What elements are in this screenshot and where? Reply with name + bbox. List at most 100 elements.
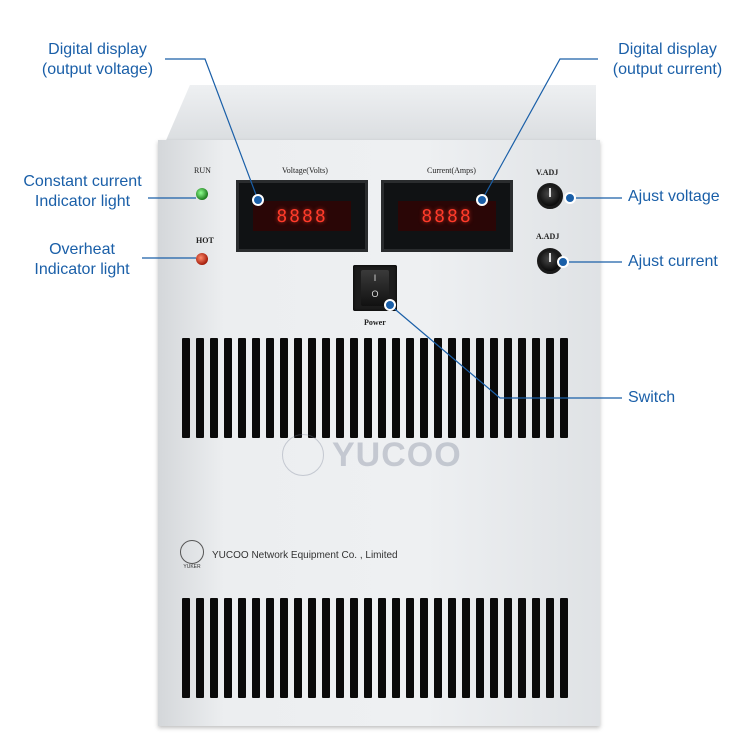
vent-slot <box>504 598 512 698</box>
vent-slot <box>392 598 400 698</box>
watermark: YUCOO <box>282 434 462 476</box>
vent-slot <box>518 338 526 438</box>
vent-slot <box>448 598 456 698</box>
vent-slot <box>392 338 400 438</box>
upper-vent-grille <box>182 338 568 438</box>
watermark-logo-icon <box>282 434 324 476</box>
switch-on-mark: I <box>373 273 377 283</box>
vent-slot <box>336 338 344 438</box>
vent-slot <box>560 338 568 438</box>
callout-display-current-line1: Digital display <box>618 41 717 58</box>
power-label: Power <box>364 318 386 327</box>
watermark-text: YUCOO <box>332 435 462 474</box>
vent-slot <box>266 598 274 698</box>
vent-slot <box>406 338 414 438</box>
power-switch[interactable]: I O <box>353 265 397 311</box>
vent-slot <box>546 338 554 438</box>
hot-indicator-led <box>196 253 208 265</box>
hot-label: HOT <box>196 236 214 245</box>
callout-overheat-indicator: Overheat Indicator light <box>22 240 142 280</box>
vent-slot <box>350 338 358 438</box>
vent-slot <box>196 598 204 698</box>
callout-display-voltage-line1: Digital display <box>48 41 147 58</box>
vent-slot <box>238 338 246 438</box>
callout-overheat-indicator-line1: Overheat <box>49 241 115 258</box>
vent-slot <box>448 338 456 438</box>
vent-slot <box>308 598 316 698</box>
vent-slot <box>308 338 316 438</box>
voltage-meter-label: Voltage(Volts) <box>282 166 328 175</box>
vent-slot <box>420 338 428 438</box>
callout-adjust-current: Ajust current <box>628 253 718 270</box>
vent-slot <box>336 598 344 698</box>
voltage-readout: 8888 <box>276 205 328 227</box>
callout-overheat-indicator-line2: Indicator light <box>34 261 130 278</box>
switch-off-mark: O <box>371 289 379 299</box>
current-display-window: 8888 <box>398 201 496 231</box>
vent-slot <box>532 338 540 438</box>
run-label: RUN <box>194 166 211 175</box>
cabinet-top <box>164 85 596 145</box>
callout-cc-indicator: Constant current Indicator light <box>10 172 155 212</box>
vent-slot <box>560 598 568 698</box>
vent-slot <box>224 598 232 698</box>
vent-slot <box>322 338 330 438</box>
lower-vent-grille <box>182 598 568 698</box>
vent-slot <box>280 598 288 698</box>
vent-slot <box>364 598 372 698</box>
company-logo-icon: YUKER <box>180 540 204 570</box>
vent-slot <box>518 598 526 698</box>
current-meter: 8888 <box>381 180 513 252</box>
vent-slot <box>434 338 442 438</box>
vent-slot <box>182 598 190 698</box>
vent-slot <box>238 598 246 698</box>
vent-slot <box>322 598 330 698</box>
rocker-switch-icon: I O <box>361 270 389 306</box>
company-plate: YUKER YUCOO Network Equipment Co. , Limi… <box>180 540 398 570</box>
callout-adjust-voltage: Ajust voltage <box>628 188 720 205</box>
vent-slot <box>378 598 386 698</box>
vent-slot <box>252 598 260 698</box>
vent-slot <box>476 598 484 698</box>
vent-slot <box>406 598 414 698</box>
vent-slot <box>294 338 302 438</box>
vent-slot <box>490 598 498 698</box>
vent-slot <box>504 338 512 438</box>
vent-slot <box>434 598 442 698</box>
callout-display-voltage: Digital display (output voltage) <box>30 40 165 80</box>
voltage-display-window: 8888 <box>253 201 351 231</box>
callout-cc-indicator-line2: Indicator light <box>34 193 131 210</box>
vent-slot <box>224 338 232 438</box>
logo-circle <box>180 540 204 564</box>
callout-display-current: Digital display (output current) <box>600 40 735 80</box>
vent-slot <box>476 338 484 438</box>
current-adjust-knob[interactable] <box>537 248 563 274</box>
vent-slot <box>210 338 218 438</box>
vent-slot <box>420 598 428 698</box>
company-name: YUCOO Network Equipment Co. , Limited <box>212 549 398 561</box>
vadj-label: V.ADJ <box>536 168 559 177</box>
current-meter-label: Current(Amps) <box>427 166 476 175</box>
voltage-adjust-knob[interactable] <box>537 183 563 209</box>
callout-cc-indicator-line1: Constant current <box>23 173 142 190</box>
vent-slot <box>350 598 358 698</box>
vent-slot <box>280 338 288 438</box>
vent-slot <box>462 338 470 438</box>
vent-slot <box>252 338 260 438</box>
vent-slot <box>210 598 218 698</box>
vent-slot <box>266 338 274 438</box>
voltage-meter: 8888 <box>236 180 368 252</box>
vent-slot <box>378 338 386 438</box>
current-readout: 8888 <box>421 205 473 227</box>
callout-display-current-line2: (output current) <box>612 61 723 78</box>
vent-slot <box>462 598 470 698</box>
vent-slot <box>294 598 302 698</box>
vent-slot <box>532 598 540 698</box>
callout-display-voltage-line2: (output voltage) <box>41 61 154 78</box>
logo-text: YUKER <box>183 564 201 570</box>
vent-slot <box>364 338 372 438</box>
vent-slot <box>490 338 498 438</box>
vent-slot <box>546 598 554 698</box>
callout-switch: Switch <box>628 389 676 406</box>
vent-slot <box>196 338 204 438</box>
